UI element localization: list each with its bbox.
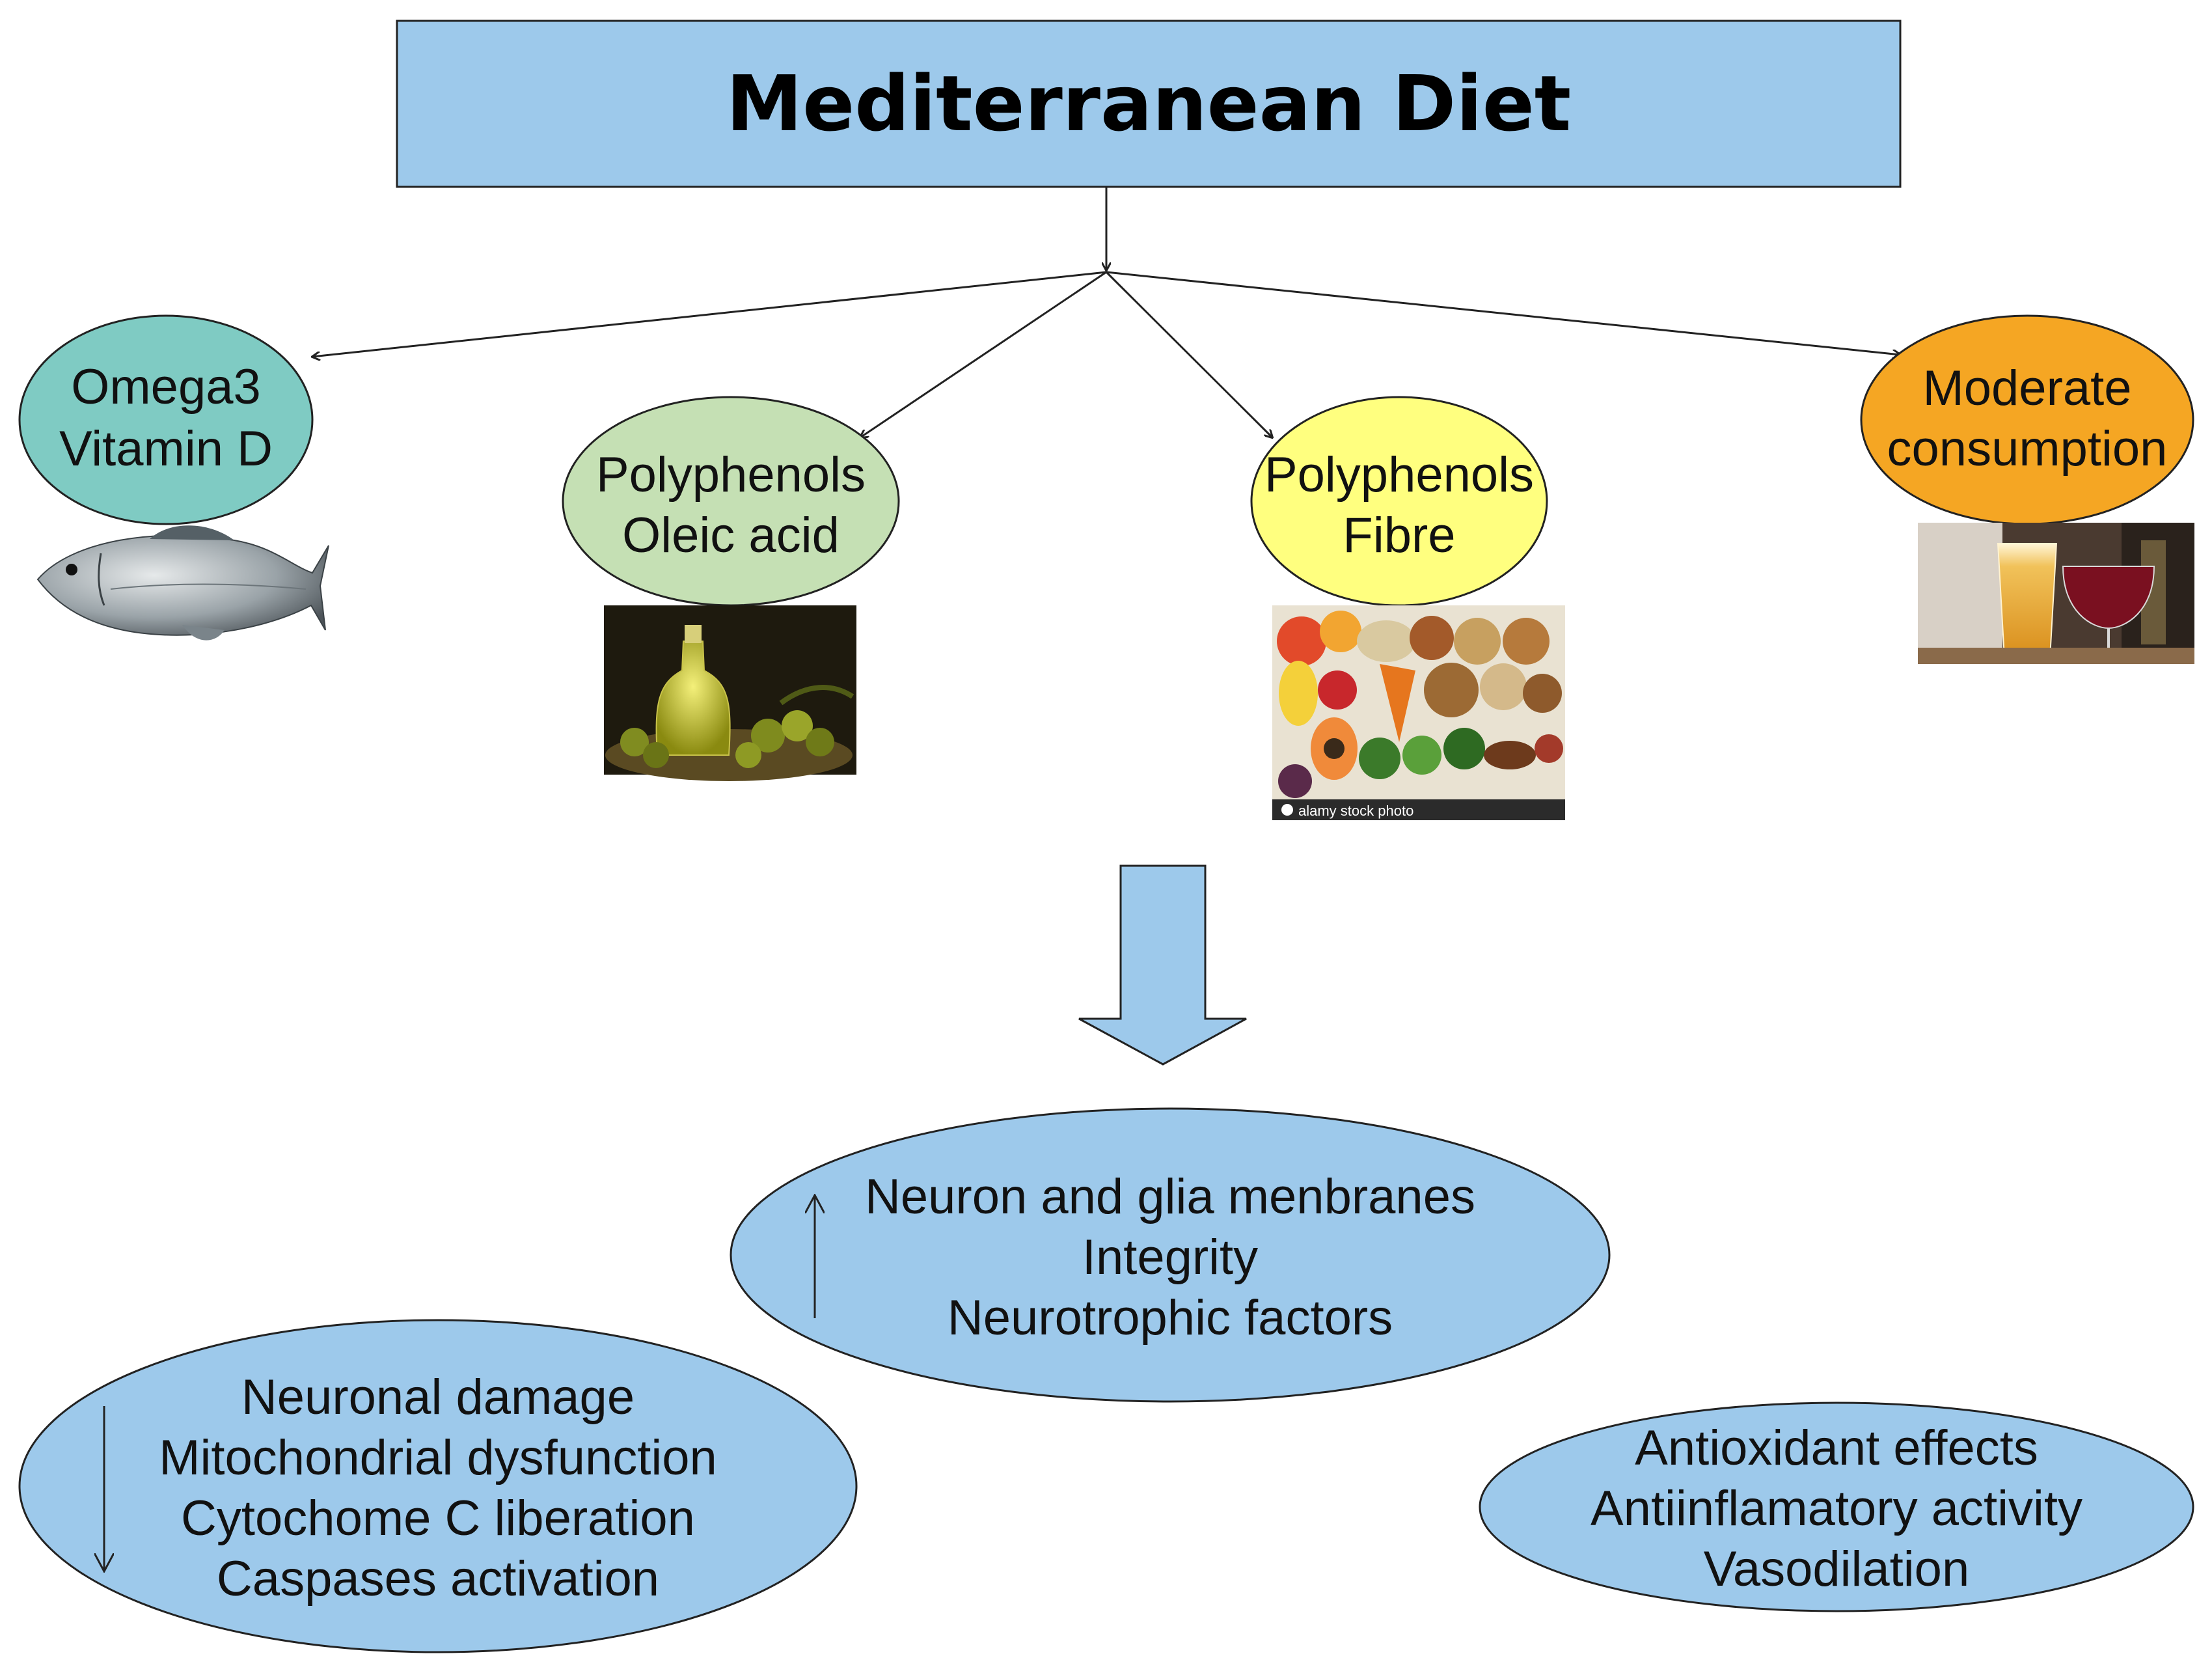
fruit-vegetable-image: alamy stock photo xyxy=(1272,605,1565,820)
node-fruit-line2: Fibre xyxy=(1343,508,1455,563)
node-omega3-line1: Omega3 xyxy=(71,359,261,415)
drinks-image xyxy=(1918,523,2194,664)
effect-other-line2: Antiinflamatory activity xyxy=(1591,1481,2082,1536)
arrow-to-fruit xyxy=(1105,271,1272,437)
node-olive-line2: Oleic acid xyxy=(622,508,840,563)
effect-increase-line2: Integrity xyxy=(1082,1230,1258,1285)
effect-increase: Neuron and glia menbranes Integrity Neur… xyxy=(730,1107,1611,1403)
connectors xyxy=(312,187,1900,437)
effect-decrease-line4: Caspases activation xyxy=(217,1551,659,1607)
effect-decrease-line2: Mitochondrial dysfunction xyxy=(159,1430,717,1485)
node-drinks-line2: consumption xyxy=(1887,421,2168,476)
node-omega3-line2: Vitamin D xyxy=(59,421,273,476)
arrow-to-olive xyxy=(860,271,1107,437)
effect-other-line1: Antioxidant effects xyxy=(1635,1420,2038,1476)
node-drinks-line1: Moderate xyxy=(1922,361,2131,416)
effect-decrease-line1: Neuronal damage xyxy=(241,1370,635,1425)
effect-decrease-line3: Cytochome C liberation xyxy=(181,1491,695,1546)
fish-image xyxy=(36,525,329,641)
effect-increase-line3: Neurotrophic factors xyxy=(948,1290,1393,1346)
arrow-to-fish xyxy=(312,271,1107,357)
effect-increase-line1: Neuron and glia menbranes xyxy=(865,1169,1475,1224)
title-box: Mediterranean Diet xyxy=(396,20,1902,188)
effect-decrease: Neuronal damage Mitochondrial dysfunctio… xyxy=(18,1319,858,1653)
title-text: Mediterranean Diet xyxy=(726,59,1571,148)
arrow-to-drinks xyxy=(1106,271,1900,355)
big-down-arrow xyxy=(1078,864,1247,1066)
node-fruit-line1: Polyphenols xyxy=(1264,447,1534,503)
node-drinks: Moderate consumption xyxy=(1860,314,2194,525)
node-olive-line1: Polyphenols xyxy=(596,447,866,503)
olive-oil-image xyxy=(604,605,856,781)
node-omega3: Omega3 Vitamin D xyxy=(18,314,314,525)
effect-antioxidant: Antioxidant effects Antiinflamatory acti… xyxy=(1479,1402,2194,1612)
node-fruit: Polyphenols Fibre xyxy=(1250,396,1548,607)
node-olive: Polyphenols Oleic acid xyxy=(562,396,900,607)
alamy-watermark: alamy stock photo xyxy=(1298,803,1413,819)
effect-other-line3: Vasodilation xyxy=(1704,1541,1969,1597)
